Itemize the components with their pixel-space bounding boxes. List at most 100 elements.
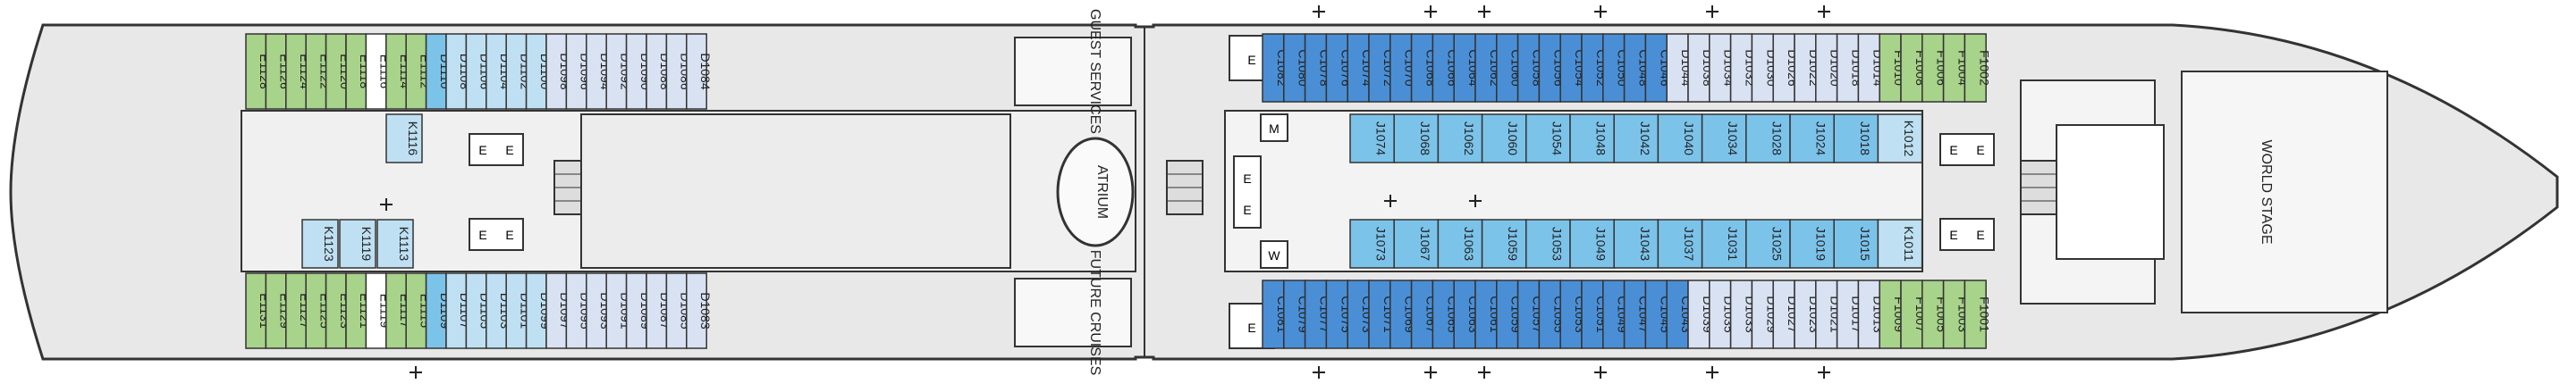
cabin-number: J1054 <box>1550 121 1564 155</box>
cabin-j1043: J1043 <box>1613 219 1660 269</box>
cabin-j1062: J1062 <box>1437 113 1483 163</box>
cabin-j1025: J1025 <box>1745 219 1791 269</box>
cabin-j1049: J1049 <box>1569 219 1615 269</box>
cabin-j1018: J1018 <box>1833 113 1879 163</box>
cabin-d1084: D1084 <box>686 33 713 110</box>
cabin-j1068: J1068 <box>1393 113 1440 163</box>
cabin-number: J1040 <box>1682 121 1696 155</box>
cabin-number: J1042 <box>1638 121 1652 155</box>
svg-text:E: E <box>1247 321 1255 335</box>
cabin-number: J1025 <box>1769 227 1784 261</box>
stage-floor <box>2056 124 2165 260</box>
cabin-d1044: D1044 <box>1666 33 1693 103</box>
mens-restroom-sign: M <box>1269 121 1280 136</box>
future-cruises-area <box>1014 278 1132 347</box>
cabin-j1034: J1034 <box>1701 113 1747 163</box>
cabin-j1042: J1042 <box>1613 113 1660 163</box>
cabin-j1053: J1053 <box>1525 219 1571 269</box>
cabin-j1048: J1048 <box>1569 113 1615 163</box>
cabin-f1002: F1002 <box>1964 33 1991 103</box>
svg-text:E: E <box>1976 143 1984 157</box>
cabin-number: K1123 <box>322 226 336 262</box>
cabin-c1081: C1081 <box>1262 280 1289 349</box>
cabin-number: J1043 <box>1638 227 1652 261</box>
cabin-number: J1028 <box>1769 121 1784 155</box>
cabin-j1037: J1037 <box>1657 219 1703 269</box>
cabin-k1119: K1119 <box>339 219 376 269</box>
cabin-number: K1116 <box>406 121 420 156</box>
cabin-number: F1002 <box>1977 50 1991 86</box>
cabin-number: J1059 <box>1506 227 1520 261</box>
cabin-d1029: D1029 <box>1751 280 1778 349</box>
cabin-j1063: J1063 <box>1437 219 1483 269</box>
cabin-number: J1074 <box>1374 121 1389 155</box>
cabin-j1073: J1073 <box>1349 219 1395 269</box>
cabin-k1113: K1113 <box>376 219 414 269</box>
cabin-number: J1037 <box>1682 227 1696 261</box>
cabin-number: D1083 <box>698 292 713 329</box>
cabin-number: J1024 <box>1814 121 1829 155</box>
cabin-number: J1060 <box>1506 121 1520 155</box>
world-stage-label: WORLD STAGE <box>2259 139 2274 244</box>
svg-text:E: E <box>1949 228 1957 242</box>
atrium-label: ATRIUM <box>1094 165 1110 219</box>
mens-restroom <box>1260 113 1288 142</box>
cabin-number: J1053 <box>1550 227 1564 261</box>
cabin-k1012: K1012 <box>1877 113 1923 163</box>
cabin-number: K1011 <box>1902 226 1916 262</box>
cabin-number: J1063 <box>1462 227 1476 261</box>
cabin-number: J1019 <box>1814 227 1829 261</box>
svg-text:E: E <box>1243 203 1251 217</box>
cabin-k1116: K1116 <box>385 113 423 163</box>
cabin-number: D1084 <box>698 53 713 89</box>
cabin-number: K1012 <box>1902 121 1916 157</box>
cabin-number: J1068 <box>1418 121 1432 155</box>
aft-center-block <box>580 113 1011 269</box>
cabin-j1040: J1040 <box>1657 113 1703 163</box>
stairwell-mid <box>1166 160 1204 215</box>
guest-services-area <box>1014 37 1132 106</box>
cabin-d1083: D1083 <box>686 272 713 349</box>
cabin-number: J1048 <box>1594 121 1609 155</box>
atrium-area <box>1056 137 1135 247</box>
cabin-f1001: F1001 <box>1964 280 1991 349</box>
svg-text:E: E <box>478 143 486 157</box>
elevator-bank-aft: E E E E <box>469 133 524 251</box>
cabin-number: J1062 <box>1462 121 1476 155</box>
future-cruises-label: FUTURE CRUISES <box>1087 250 1102 375</box>
world-stage-area <box>2181 71 2388 313</box>
womens-restroom <box>1260 240 1288 269</box>
cabin-number: K1119 <box>359 227 374 262</box>
guest-services-label: GUEST SERVICES <box>1087 9 1102 134</box>
cabin-number: J1015 <box>1858 227 1872 261</box>
cabin-c1057: C1057 <box>1516 280 1545 349</box>
defibrillator-markers <box>380 5 1830 379</box>
cabin-j1028: J1028 <box>1745 113 1791 163</box>
cabin-number: J1018 <box>1858 121 1872 155</box>
elevator-bank-fwd: E E E E <box>1939 133 1995 251</box>
svg-text:E: E <box>478 228 486 242</box>
cabin-number: J1034 <box>1726 121 1740 155</box>
cabin-number: J1067 <box>1418 227 1432 261</box>
stairwell-fwd <box>2020 160 2057 215</box>
svg-text:E: E <box>505 143 513 157</box>
svg-text:E: E <box>1243 171 1251 186</box>
stairwell-aft <box>553 160 582 215</box>
cabin-j1074: J1074 <box>1349 113 1395 163</box>
svg-text:E: E <box>1976 228 1984 242</box>
cabin-j1019: J1019 <box>1789 219 1835 269</box>
womens-restroom-sign: W <box>1268 248 1280 263</box>
cabin-j1031: J1031 <box>1701 219 1747 269</box>
cabin-j1059: J1059 <box>1481 219 1527 269</box>
cabin-j1015: J1015 <box>1833 219 1879 269</box>
cabin-j1024: J1024 <box>1789 113 1835 163</box>
svg-text:E: E <box>1949 143 1957 157</box>
svg-text:E: E <box>505 228 513 242</box>
cabin-number: J1073 <box>1374 227 1389 261</box>
cabin-number: J1049 <box>1594 227 1609 261</box>
cabin-number: K1113 <box>397 227 411 262</box>
cabin-j1067: J1067 <box>1393 219 1440 269</box>
cabin-j1054: J1054 <box>1525 113 1571 163</box>
